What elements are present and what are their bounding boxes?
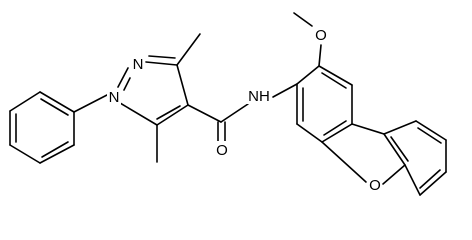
dibenzofuran-right-ring [383,120,447,196]
bond [9,91,41,112]
bond [296,123,323,143]
molecule-diagram: N N NH O O O [9,12,447,196]
bond [321,123,353,143]
atom-o-methoxy: O [315,27,327,44]
atom-nh-amide: NH [248,88,270,105]
bond [404,164,421,196]
bond-double-inner [321,72,347,89]
bond [39,91,75,113]
bond-double-inner [417,127,442,144]
bond [148,55,176,59]
methoxy-methyl-bond [293,12,313,27]
atom-n-pyrazole-1: N [109,89,120,106]
label-bg [246,86,272,104]
bond-double-inner [323,120,347,136]
bond [382,164,406,185]
atom-n-pyrazole-2: N [133,56,144,73]
bond-double-inner [390,136,409,162]
bond [296,65,320,85]
bond [39,144,75,164]
methyl-bond-upper [176,33,201,66]
bond [176,64,189,106]
bond-double-inner [40,98,69,116]
bond [145,61,178,66]
atom-o-furan: O [369,177,381,194]
label-bg [107,88,121,105]
bond-double-inner [41,141,69,158]
label-bg [368,176,382,194]
bond [318,65,353,86]
methoxy-bond [318,44,322,67]
bond [73,94,108,113]
furan-ring [321,123,406,185]
molecule-canvas: N N NH O O O [9,12,447,196]
bond [383,133,406,166]
bond [220,103,249,123]
bond [156,104,189,126]
bond [272,83,298,98]
label-bg [215,141,229,158]
atom-labels: N N NH O O O [107,26,382,194]
label-bg [314,26,328,44]
bond [123,77,131,91]
bond [9,144,41,164]
bond [383,120,417,135]
bond [117,67,129,88]
carboxamide [187,83,298,143]
bond-double-inner [156,105,181,120]
bond [419,171,447,196]
dibenzofuran-left-ring [293,12,353,143]
pyrazole-ring [73,33,201,163]
atom-o-carbonyl: O [216,142,228,159]
bond [119,102,158,126]
bond [321,141,367,183]
bond-double-inner [419,169,441,189]
phenyl-ring [9,91,75,164]
bond [415,120,447,141]
label-bg [131,55,145,72]
bond [187,104,222,123]
bond [351,123,385,135]
